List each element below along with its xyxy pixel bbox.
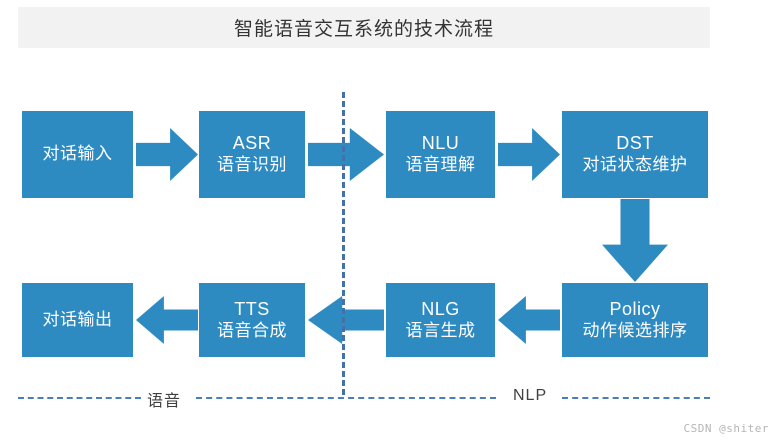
node-policy[interactable]: Policy 动作候选排序 <box>562 283 708 357</box>
arrow-left-tts-to-output <box>136 296 198 344</box>
node-nlu[interactable]: NLU 语音理解 <box>386 111 495 198</box>
node-tts[interactable]: TTS 语音合成 <box>199 283 305 357</box>
arrow-right-asr-to-nlu <box>308 128 384 181</box>
label-nlp-domain: NLP <box>513 387 548 404</box>
csdn-watermark: CSDN @shiter <box>683 422 769 435</box>
node-dialogue-output-label: 对话输出 <box>42 309 113 329</box>
node-policy-title: Policy <box>609 298 661 319</box>
node-asr[interactable]: ASR 语音识别 <box>199 111 305 198</box>
divider-horizontal-right <box>562 397 710 399</box>
arrow-down-dst-to-policy <box>602 199 668 282</box>
node-dialogue-input[interactable]: 对话输入 <box>22 111 133 198</box>
node-tts-title: TTS <box>234 298 270 319</box>
node-dst[interactable]: DST 对话状态维护 <box>562 111 708 198</box>
label-speech-domain: 语音 <box>147 393 182 410</box>
node-nlg[interactable]: NLG 语言生成 <box>386 283 495 357</box>
arrow-left-nlg-to-tts <box>308 296 384 344</box>
arrow-right-input-to-asr <box>136 128 198 181</box>
node-asr-subtitle: 语音识别 <box>217 155 287 175</box>
divider-horizontal-middle <box>196 397 496 399</box>
node-dialogue-input-label: 对话输入 <box>42 144 113 164</box>
node-dst-subtitle: 对话状态维护 <box>582 155 688 175</box>
page-title: 智能语音交互系统的技术流程 <box>233 19 494 40</box>
arrow-right-nlu-to-dst <box>498 128 560 181</box>
node-dialogue-output[interactable]: 对话输出 <box>22 283 133 357</box>
divider-vertical-speech-nlp <box>342 92 345 395</box>
node-policy-subtitle: 动作候选排序 <box>582 320 688 340</box>
arrow-left-policy-to-nlg <box>498 296 560 344</box>
title-band <box>18 7 710 48</box>
node-nlu-title: NLU <box>421 133 460 154</box>
node-nlg-title: NLG <box>421 298 460 319</box>
node-nlu-subtitle: 语音理解 <box>405 155 476 175</box>
node-dst-title: DST <box>616 133 654 154</box>
node-tts-subtitle: 语音合成 <box>217 320 287 340</box>
node-asr-title: ASR <box>232 133 272 154</box>
node-nlg-subtitle: 语言生成 <box>405 320 476 340</box>
divider-horizontal-left <box>18 397 141 399</box>
